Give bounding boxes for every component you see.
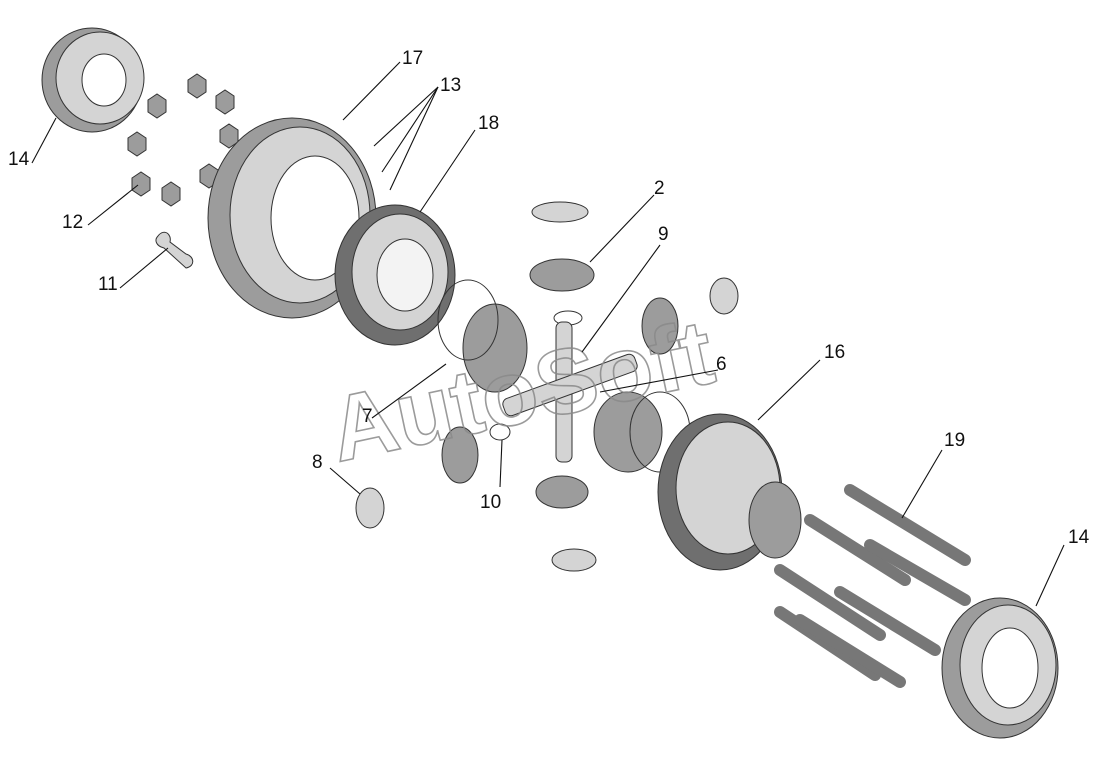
callout-19: 19 [944,430,965,451]
callout-17: 17 [402,48,423,69]
callout-13: 13 [440,75,461,96]
callout-9: 9 [658,224,669,245]
spider-cross [502,321,638,463]
callout-7: 7 [362,406,373,427]
thrust-washers [355,277,739,572]
callout-8: 8 [312,452,323,473]
nuts-group [127,73,239,207]
leader-lines [31,61,1065,607]
callout-10: 10 [480,492,501,513]
bearing-top-left [41,27,145,133]
bolts-group [774,484,971,688]
callout-18: 18 [478,113,499,134]
bearing-bottom-right [941,597,1059,739]
side-gears [437,279,691,509]
callout-labels: 14 17 13 18 12 11 2 9 6 16 7 8 10 19 14 [8,48,1090,548]
case-half-right [657,413,802,571]
callout-6: 6 [716,354,727,375]
case-half-left [334,204,456,346]
callout-11: 11 [98,274,118,295]
callout-16: 16 [824,342,845,363]
lock-plate [155,231,194,269]
ring-gear [207,117,377,319]
callout-14-top: 14 [8,149,30,170]
callout-14-bottom: 14 [1068,527,1090,548]
pinion-gear-top [529,201,595,292]
callout-12: 12 [62,212,83,233]
callout-2: 2 [654,178,665,199]
